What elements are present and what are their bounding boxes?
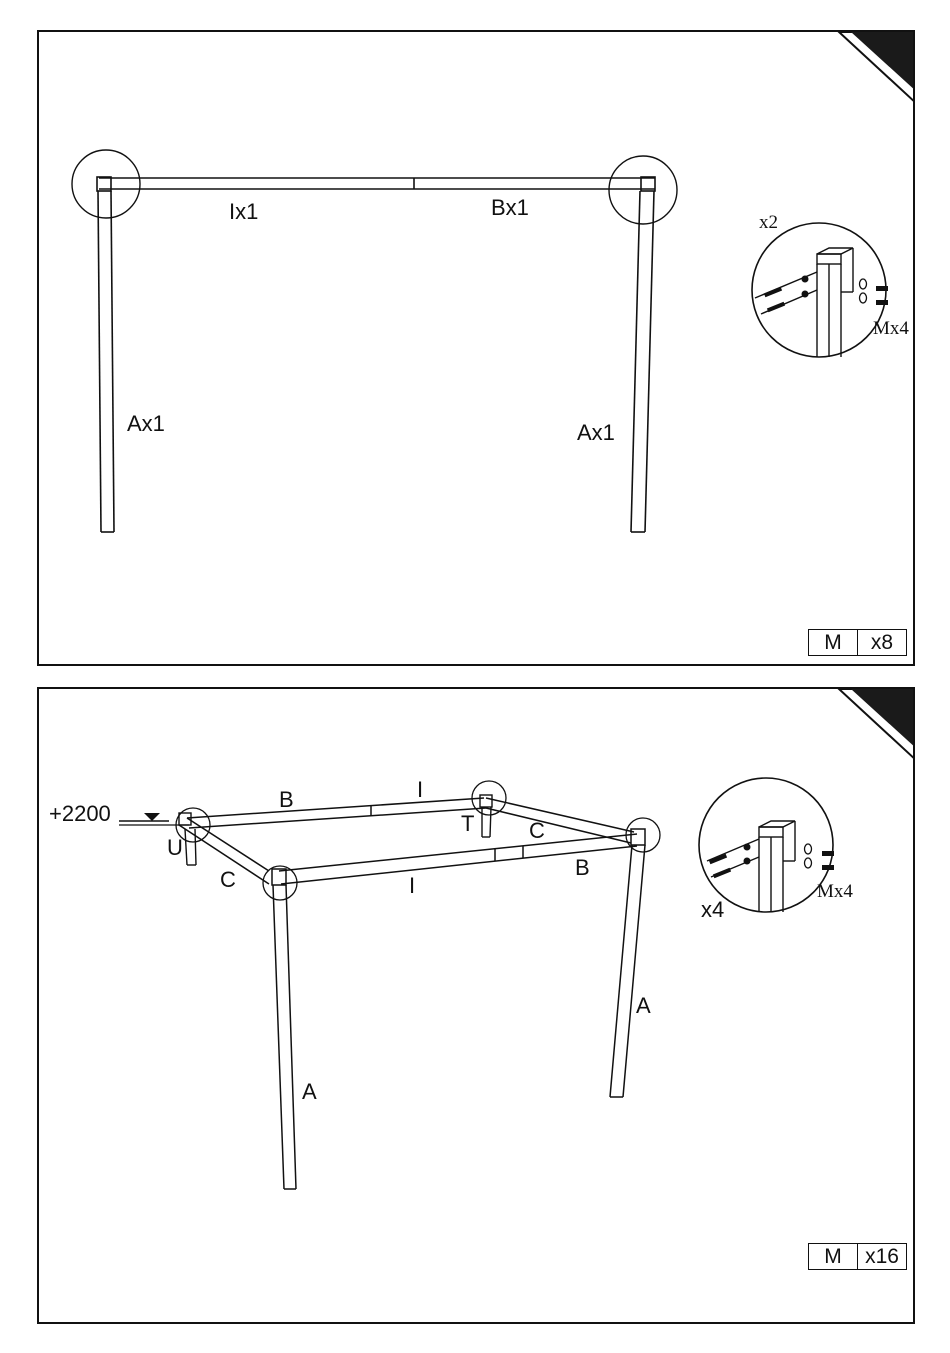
corner-page-mark — [839, 32, 915, 104]
label-back-left: B — [279, 787, 294, 812]
label-corner-u: U — [167, 835, 183, 860]
label-front-left: I — [409, 873, 415, 898]
hardware-part-label: M — [809, 1244, 858, 1269]
frame-back-beam — [187, 798, 486, 828]
detail-screws-label: Mx4 — [817, 881, 853, 902]
hardware-count-label: x8 — [858, 630, 906, 655]
step-1-drawing: Ix1 Bx1 Ax1 Ax1 — [39, 32, 915, 666]
leg-a-right — [631, 177, 655, 532]
label-side-left: C — [220, 867, 236, 892]
hardware-part-label: M — [809, 630, 858, 655]
top-beam-i — [99, 178, 414, 189]
joint-highlight-left — [72, 150, 140, 218]
step-2-drawing: +2200 — [39, 689, 915, 1324]
assembly-step-1-panel: Ix1 Bx1 Ax1 Ax1 — [37, 30, 915, 666]
corner-page-mark — [839, 689, 915, 761]
assembly-step-2-panel: +2200 — [37, 687, 915, 1324]
detail-multiplier-label: x4 — [701, 897, 724, 922]
detail-multiplier-label: x2 — [759, 212, 778, 233]
label-side-right: C — [529, 818, 545, 843]
hardware-count-label: x16 — [858, 1244, 906, 1269]
joint-highlight-right — [609, 156, 677, 224]
label-leg-right: A — [636, 993, 651, 1018]
detail-screws-label: Mx4 — [873, 318, 909, 339]
leg-a-front-right — [610, 829, 645, 1097]
label-top-left: Ix1 — [229, 199, 258, 224]
hardware-quantity-box: M x8 — [808, 629, 907, 656]
label-leg-right: Ax1 — [577, 420, 615, 445]
leg-back-right-stub — [480, 795, 492, 837]
label-top-right: Bx1 — [491, 195, 529, 220]
label-back-right: I — [417, 777, 423, 802]
top-beam-b — [414, 178, 655, 189]
label-leg-left: A — [302, 1079, 317, 1104]
hardware-quantity-box: M x16 — [808, 1243, 907, 1270]
bracket-detail-callout — [752, 223, 888, 357]
label-leg-left: Ax1 — [127, 411, 165, 436]
height-label: +2200 — [49, 801, 111, 826]
bracket-detail-callout — [699, 778, 834, 912]
label-corner-t: T — [461, 811, 474, 836]
label-front-right: B — [575, 855, 590, 880]
leg-a-front-left — [272, 869, 296, 1189]
leg-a-left — [97, 177, 114, 532]
